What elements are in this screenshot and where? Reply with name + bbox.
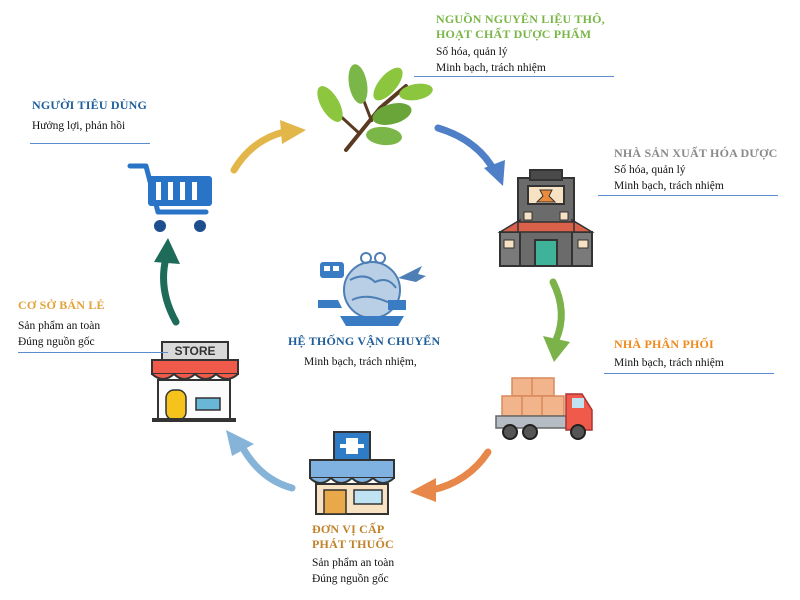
manufacturer-line1: Số hóa, quản lý (614, 164, 686, 176)
retail-line1: Sản phẩm an toàn (18, 320, 101, 332)
dispensing-title: ĐƠN VỊ CẤP PHÁT THUỐC (312, 522, 422, 552)
raw-materials-desc: Số hóa, quản lý Minh bạch, trách nhiệm (436, 44, 546, 76)
dispensing-title-line2: PHÁT THUỐC (312, 537, 394, 551)
store-sign: STORE (174, 344, 216, 358)
underline-raw (414, 76, 614, 77)
distributor-line1: Minh bạch, trách nhiệm (614, 357, 724, 369)
retail-title: CƠ SỞ BÁN LẺ (18, 298, 105, 312)
arrow-retail-to-consumer (154, 238, 180, 326)
dispensing-title-line1: ĐƠN VỊ CẤP (312, 522, 385, 536)
raw-materials-title-line2: HOẠT CHẤT DƯỢC PHẨM (436, 27, 592, 41)
manufacturer-title: NHÀ SẢN XUẤT HÓA DƯỢC (614, 146, 778, 160)
consumer-title: NGƯỜI TIÊU DÙNG (32, 98, 148, 112)
delivery-truck-icon (495, 377, 593, 440)
pharmacy-shop-icon (309, 431, 395, 515)
raw-materials-title: NGUỒN NGUYÊN LIỆU THÔ, HOẠT CHẤT DƯỢC PH… (436, 12, 605, 42)
underline-consumer (30, 143, 150, 144)
retail-desc: Sản phẩm an toàn Đúng nguồn gốc (18, 318, 100, 350)
transport-line1: Minh bạch, trách nhiệm, (304, 356, 417, 368)
manufacturer-line2: Minh bạch, trách nhiệm (614, 180, 724, 192)
dispensing-desc: Sản phẩm an toàn Đúng nguồn gốc (312, 555, 394, 587)
retail-line2: Đúng nguồn gốc (18, 336, 95, 348)
arrow-dispensing-to-retail (226, 430, 296, 492)
raw-materials-line1: Số hóa, quản lý (436, 46, 508, 58)
arrow-manufacturer-to-distributor (543, 278, 570, 362)
retail-store-icon (151, 341, 239, 422)
dispensing-line2: Đúng nguồn gốc (312, 573, 389, 585)
raw-materials-title-line1: NGUỒN NGUYÊN LIỆU THÔ, (436, 12, 605, 26)
leaf-branch-icon (317, 64, 433, 152)
shopping-cart-icon (127, 163, 212, 232)
manufacturer-desc: Số hóa, quản lý Minh bạch, trách nhiệm (614, 162, 724, 194)
underline-retail (18, 352, 168, 353)
transport-globe-icon (318, 252, 426, 326)
arrow-raw-to-manufacturer (434, 124, 505, 186)
raw-materials-line2: Minh bạch, trách nhiệm (436, 62, 546, 74)
distributor-title: NHÀ PHÂN PHỐI (614, 337, 714, 351)
arrow-consumer-to-raw (230, 120, 306, 174)
consumer-line1: Hưởng lợi, phản hồi (32, 120, 126, 132)
underline-manufacturer (598, 195, 778, 196)
transport-title: HỆ THỐNG VẬN CHUYỂN (288, 334, 441, 348)
underline-distributor (604, 373, 774, 374)
arrow-distributor-to-dispensing (410, 448, 492, 502)
pharma-factory-icon (497, 169, 595, 267)
dispensing-line1: Sản phẩm an toàn (312, 557, 395, 569)
